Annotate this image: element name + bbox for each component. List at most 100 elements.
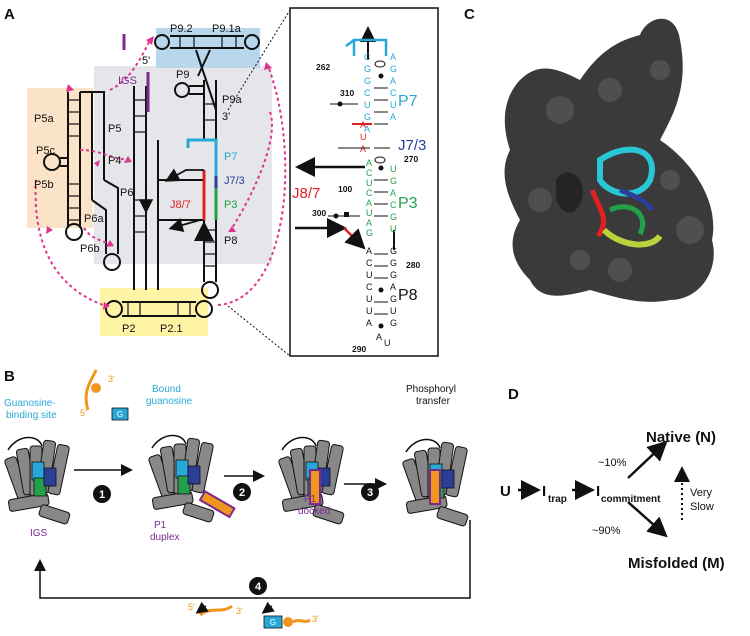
pct-10: ~10% (598, 457, 627, 469)
label-p6: P6 (120, 187, 133, 199)
commitment-subscript: commitment (601, 494, 661, 505)
label-5prime: 5' (142, 55, 150, 67)
p3-model (608, 204, 646, 236)
nucleotide: C (366, 188, 373, 198)
three-prime-2: 3' (236, 606, 243, 616)
nucleotide: G (390, 212, 397, 222)
nucleotide: G (364, 112, 371, 122)
nucleotide: U (390, 164, 397, 174)
inset-n270: 270 (404, 154, 418, 164)
nucleotide: U (366, 294, 373, 304)
ribozyme-surface (504, 18, 714, 302)
panel-c-3d-structure (504, 18, 714, 302)
nucleotide: A (390, 76, 396, 86)
nucleotide: A (366, 198, 372, 208)
nucleotide: C (366, 258, 373, 268)
label-p6b: P6b (80, 243, 100, 255)
five-prime-2: 5' (188, 602, 195, 612)
nucleotide: A (364, 124, 370, 134)
j87-model (589, 189, 606, 238)
label-p4: P4 (108, 155, 121, 167)
label-3prime: 3' (222, 111, 230, 123)
inset-loop-a: A (376, 332, 382, 342)
panel-a-secondary-structure: P9.2 P9.1a 5' P9 P9a P5a P5 3' P5c P4 P6… (27, 9, 291, 357)
phosphoryl-l1: Phosphoryl (406, 384, 456, 395)
label-p5c: P5c (36, 145, 55, 157)
bound-guanosine-l1: Bound (152, 384, 181, 395)
igs-label-b: IGS (30, 528, 48, 539)
j73-model (619, 187, 655, 212)
nucleotide: A (366, 158, 372, 168)
panel-c-letter: C (464, 6, 475, 23)
guanosine-site-label-l1: Guanosine- (4, 398, 56, 409)
label-p9-1a: P9.1a (212, 23, 242, 35)
nucleotide: G (366, 228, 373, 238)
inset-label-p3: P3 (398, 195, 418, 212)
free-g: G (117, 410, 123, 419)
label-j87: J8/7 (170, 199, 191, 211)
nucleotide: C (366, 168, 373, 178)
ribozyme-cartoon (402, 438, 469, 527)
nucleotide: C (390, 88, 397, 98)
nucleotide: U (366, 208, 373, 218)
nucleotide: C (390, 200, 397, 210)
guanosine-site-label-l2: binding site (6, 410, 57, 421)
panel-d-scheme: U I trap I commitment Native (N) Misfold… (500, 429, 725, 572)
nucleotide: G (390, 246, 397, 256)
three-prime-1: 3' (108, 374, 115, 384)
inset-label-p7: P7 (398, 93, 418, 110)
step-4: 4 (255, 581, 262, 593)
inset-loop-u: U (384, 338, 391, 348)
pct-90: ~90% (592, 525, 621, 537)
nucleotide: G (390, 176, 397, 186)
p7-helix-model (597, 146, 655, 197)
label-j73: J7/3 (224, 175, 245, 187)
label-p5: P5 (108, 123, 121, 135)
label-p9-2: P9.2 (170, 23, 193, 35)
step-circles (93, 483, 379, 595)
label-p5a: P5a (34, 113, 54, 125)
ribozyme-cartoon (278, 436, 345, 525)
nucleotide: C (366, 282, 373, 292)
nucleotide: G (390, 258, 397, 268)
nucleotide: G (390, 270, 397, 280)
step-1: 1 (99, 489, 105, 501)
p1-docked-l2: docked (298, 506, 330, 517)
nucleotide: U (390, 100, 397, 110)
five-prime-1: 5' (80, 408, 87, 418)
nucleotide: U (366, 270, 373, 280)
nucleotide: G (364, 64, 371, 74)
inset-n300: 300 (312, 208, 326, 218)
label-p2-1: P2.1 (160, 323, 183, 335)
step-3: 3 (367, 487, 373, 499)
nucleotide: U (390, 306, 397, 316)
state-u: U (500, 483, 511, 500)
label-p9: P9 (176, 69, 189, 81)
panel-d-letter: D (508, 386, 519, 403)
state-i-trap: I (542, 483, 546, 500)
label-p3: P3 (224, 199, 237, 211)
ribozyme-cartoon (148, 434, 236, 523)
panel-a-letter: A (4, 6, 15, 23)
p1-duplex-l1: P1 (154, 520, 167, 531)
label-p6a: P6a (84, 213, 104, 225)
nucleotide: A (390, 282, 396, 292)
very-label: Very (690, 487, 713, 499)
nucleotide: U (360, 132, 367, 142)
nucleotide: A (366, 318, 372, 328)
inset-n280: 280 (406, 260, 420, 270)
p2-domain-box (100, 288, 208, 336)
step-2: 2 (239, 487, 245, 499)
free-guanosine-block (111, 407, 129, 421)
misfolded-label: Misfolded (M) (628, 555, 725, 572)
nucleotide: C (364, 88, 371, 98)
three-prime-3: 3' (312, 614, 319, 624)
label-p2: P2 (122, 323, 135, 335)
nucleotide: A (390, 188, 396, 198)
p8-model (601, 227, 663, 248)
nucleotide: A (366, 218, 372, 228)
inset-n290: 290 (352, 344, 366, 354)
ribozyme-cartoon (4, 436, 71, 525)
inset-label-p8: P8 (398, 287, 418, 304)
